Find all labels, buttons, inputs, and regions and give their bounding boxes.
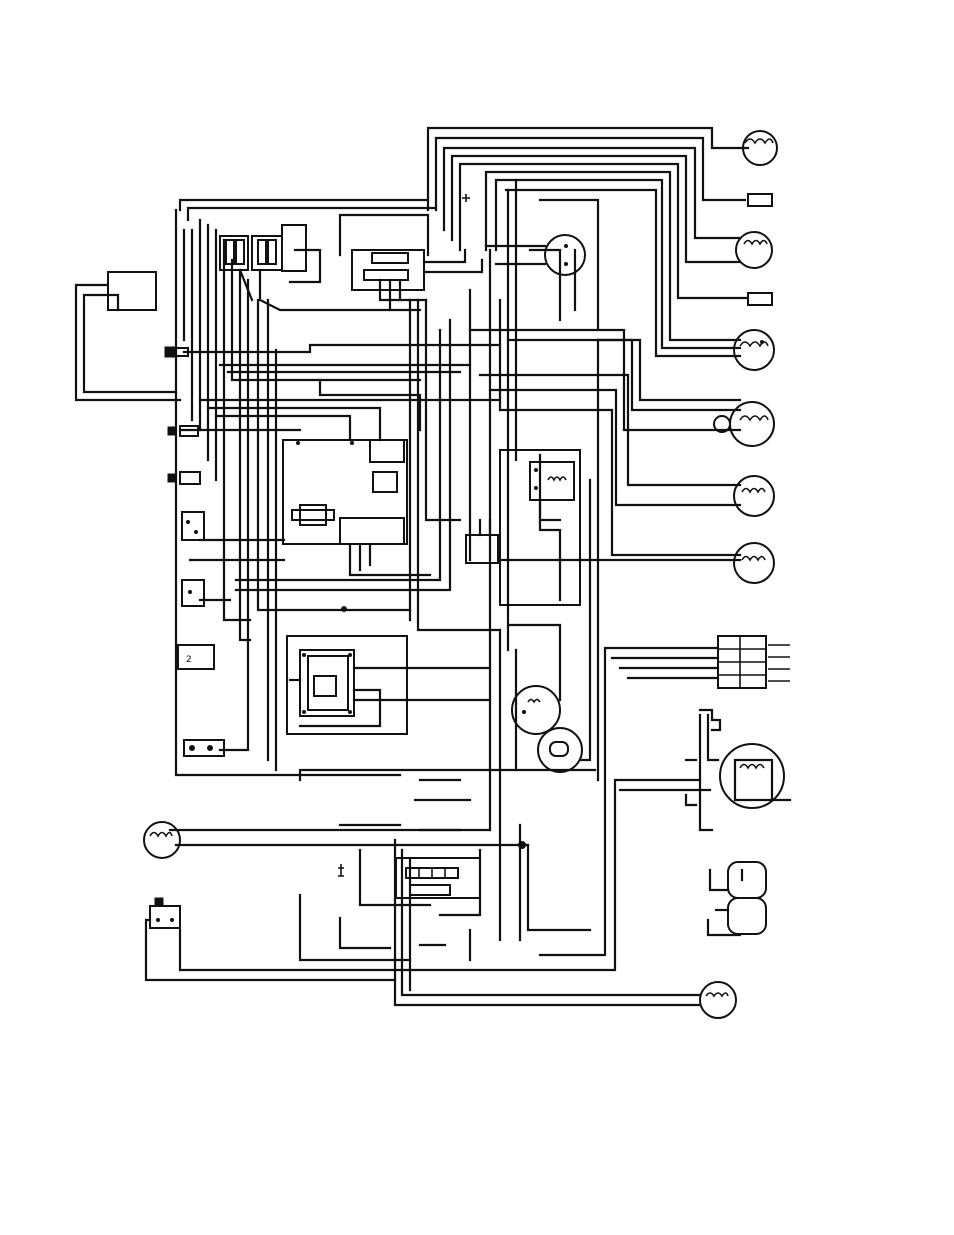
control-board <box>283 440 407 612</box>
capacitor-pair <box>708 862 766 935</box>
motor-5 <box>734 476 774 516</box>
motor-left <box>144 822 180 858</box>
motor-4 <box>714 402 774 446</box>
terminal-block-right <box>605 636 790 688</box>
lamp-socket-1 <box>512 686 560 734</box>
transformer <box>76 272 180 400</box>
motor-bottom <box>700 982 736 1018</box>
timer-relay <box>486 235 585 275</box>
right-motor-feeds <box>470 330 740 560</box>
motor-2 <box>736 232 772 268</box>
relay-block-top <box>352 250 482 310</box>
compressor <box>686 710 790 830</box>
switch-bottom-left <box>146 898 395 980</box>
motor-6 <box>734 543 774 583</box>
tick-markers <box>176 194 470 876</box>
motor-3 <box>734 330 774 370</box>
middle-cross-wires <box>180 320 500 600</box>
terminal-strip-bottom <box>396 841 526 898</box>
indicator-top <box>748 194 772 206</box>
motor-top <box>742 131 777 165</box>
bottom-loops <box>170 770 710 1005</box>
indicator-2 <box>748 293 772 305</box>
svg-text:2: 2 <box>186 655 192 665</box>
relay-center <box>287 636 490 734</box>
lamp-socket-2 <box>538 728 582 772</box>
